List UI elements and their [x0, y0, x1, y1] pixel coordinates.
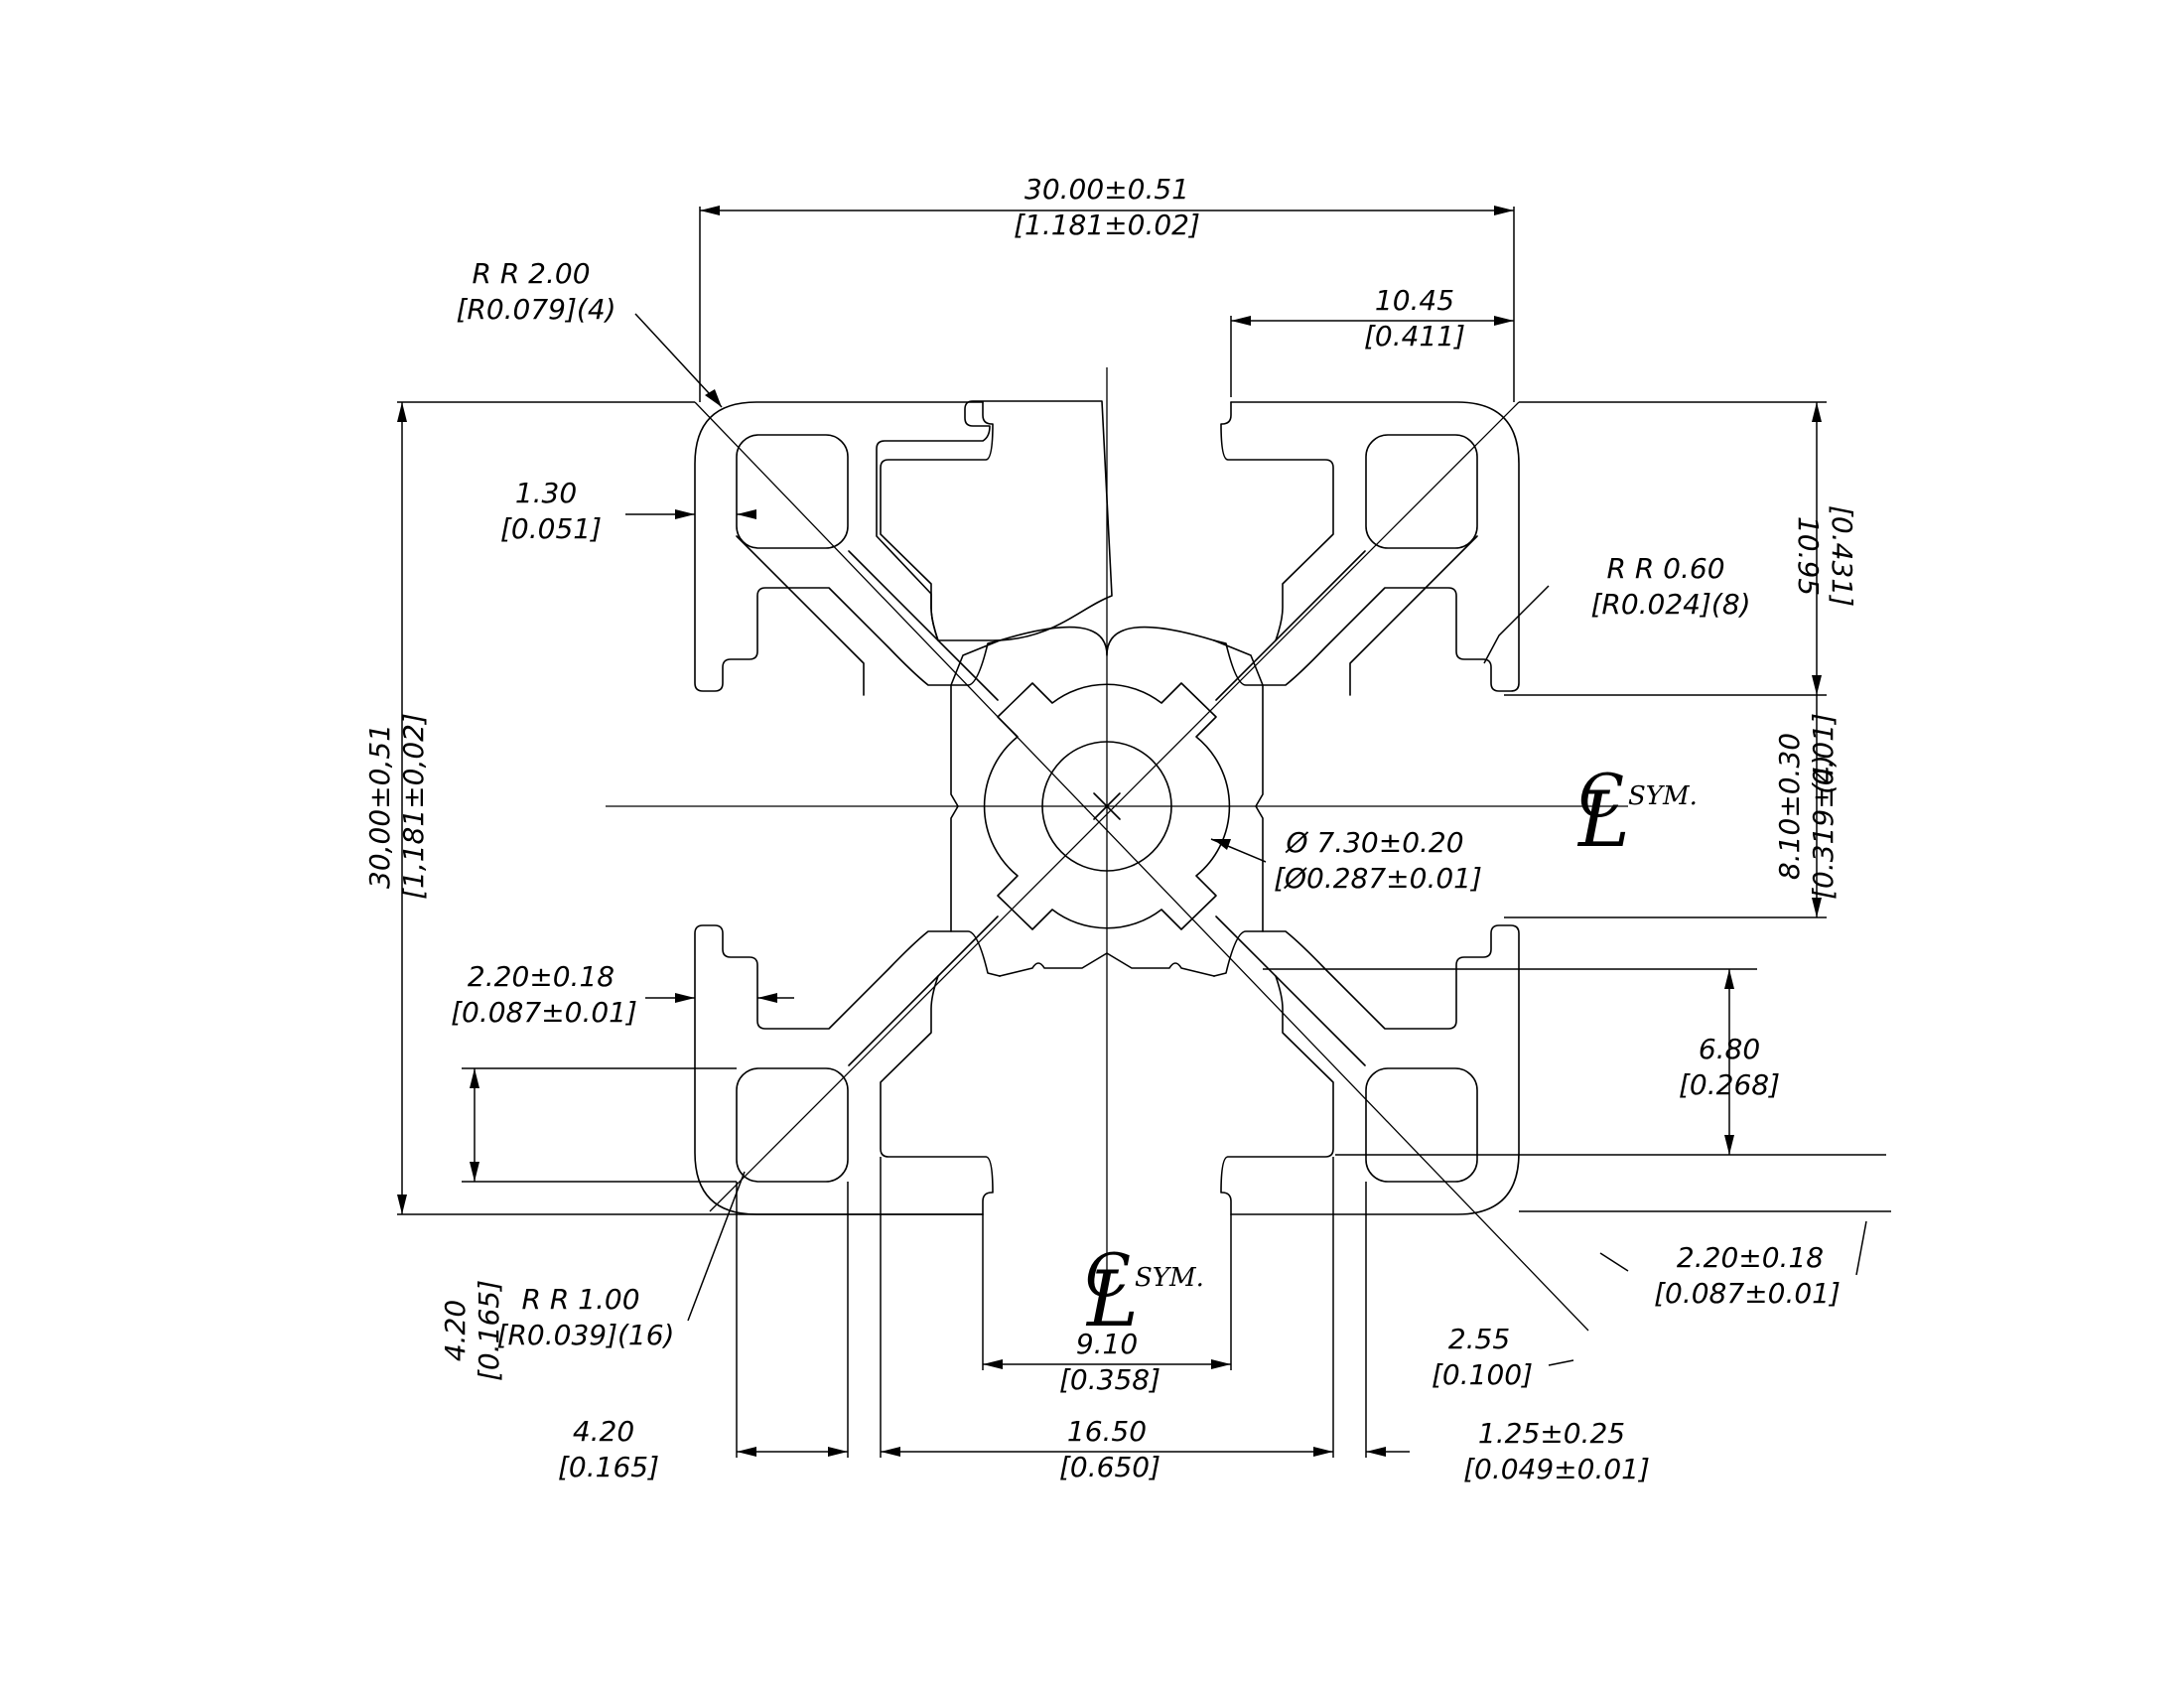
diagonal-web-1	[848, 550, 1366, 1066]
dim-inner-radius: R R 1.00 [R0.039](16)	[497, 1283, 675, 1351]
svg-text:[0.087±0.01]: [0.087±0.01]	[1654, 1277, 1841, 1310]
outline-top-left	[694, 401, 1001, 692]
cavity-bottom-right	[1365, 1067, 1478, 1183]
svg-text:30,00±0,51: 30,00±0,51	[363, 724, 396, 889]
svg-text:[1.181±0.02]: [1.181±0.02]	[1014, 209, 1200, 241]
arrowheads	[397, 206, 1822, 1457]
centerlines	[606, 367, 1628, 1332]
svg-text:4.20: 4.20	[439, 1300, 472, 1361]
dimension-lines	[397, 207, 1891, 1458]
svg-text:9.10: 9.10	[1076, 1328, 1138, 1360]
svg-text:10.45: 10.45	[1375, 284, 1454, 317]
svg-text:2.20±0.18: 2.20±0.18	[1677, 1241, 1824, 1274]
svg-text:[1,181±0,02]: [1,181±0,02]	[397, 713, 430, 900]
dim-outer-lip: 2.20±0.18 [0.087±0.01]	[1654, 1241, 1841, 1310]
center-bore	[983, 682, 1231, 930]
svg-text:[0.268]: [0.268]	[1679, 1068, 1780, 1101]
svg-text:C: C	[1578, 762, 1624, 831]
dim-cavity-height: 4.20 [0.165]	[439, 1280, 505, 1381]
svg-text:[R0.079](4): [R0.079](4)	[456, 293, 615, 326]
svg-text:[Ø0.287±0.01]: [Ø0.287±0.01]	[1274, 862, 1482, 895]
dim-diag-web: 2.55 [0.100]	[1432, 1323, 1533, 1391]
svg-text:2.20±0.18: 2.20±0.18	[468, 960, 614, 993]
dim-overall-width: 30.00±0.51 [1.181±0.02]	[1014, 173, 1200, 241]
profile-quadrant-top-left	[876, 400, 1113, 641]
dim-corner-wall: 1.25±0.25 [0.049±0.01]	[1463, 1417, 1650, 1485]
cavity-bottom-left	[736, 1067, 849, 1183]
svg-text:Ø 7.30±0.20: Ø 7.30±0.20	[1285, 826, 1463, 859]
dim-lip-thickness: 2.20±0.18 [0.087±0.01]	[451, 960, 637, 1029]
svg-text:[0.358]: [0.358]	[1059, 1363, 1160, 1396]
dim-slot-inner: 16.50 [0.650]	[1059, 1415, 1160, 1483]
dim-channel-depth: 6.80 [0.268]	[1679, 1033, 1780, 1101]
dim-slot-opening: 9.10 [0.358]	[1059, 1328, 1160, 1396]
svg-text:[R0.039](16): [R0.039](16)	[497, 1319, 675, 1351]
outline-bottom-right	[1213, 924, 1520, 1215]
svg-text:SYM.: SYM.	[1135, 1263, 1204, 1293]
svg-text:4.20: 4.20	[573, 1415, 634, 1448]
core-outline	[950, 639, 1264, 932]
svg-text:30.00±0.51: 30.00±0.51	[1024, 173, 1189, 206]
svg-text:R R 0.60: R R 0.60	[1606, 552, 1724, 585]
svg-text:L: L	[1085, 1255, 1139, 1344]
svg-text:[0.165]: [0.165]	[473, 1280, 505, 1381]
svg-text:8.10±0.30: 8.10±0.30	[1773, 733, 1806, 880]
svg-text:6.80: 6.80	[1699, 1033, 1760, 1065]
svg-text:R R 2.00: R R 2.00	[472, 257, 590, 290]
dim-overall-height: 30,00±0,51 [1,181±0,02]	[363, 713, 430, 900]
svg-text:[0.411]: [0.411]	[1364, 320, 1465, 352]
dim-wall-thickness: 1.30 [0.051]	[500, 477, 602, 545]
svg-text:R R 1.00: R R 1.00	[521, 1283, 639, 1316]
dim-slot-gap: 8.10±0.30 [0.319±0.01] (4)	[1773, 713, 1840, 900]
dim-outer-radius: R R 2.00 [R0.079](4)	[456, 257, 615, 326]
svg-text:1.25±0.25: 1.25±0.25	[1478, 1417, 1625, 1450]
dim-small-radius: R R 0.60 [R0.024](8)	[1590, 552, 1750, 621]
svg-text:2.55: 2.55	[1448, 1323, 1510, 1355]
centerline-symbol-bottom: L C SYM.	[1085, 1241, 1204, 1344]
svg-text:[0.051]: [0.051]	[500, 512, 602, 545]
dim-cavity-width: 4.20 [0.165]	[558, 1415, 659, 1483]
outline-top-right	[1213, 401, 1520, 692]
svg-text:16.50: 16.50	[1067, 1415, 1147, 1448]
svg-text:10.95: 10.95	[1792, 516, 1825, 596]
svg-text:[0.100]: [0.100]	[1432, 1358, 1533, 1391]
svg-text:(4): (4)	[1807, 755, 1840, 794]
svg-text:C: C	[1085, 1241, 1131, 1311]
dim-flange-height: 10.95 [0.431]	[1792, 505, 1858, 607]
svg-text:[0.431]: [0.431]	[1826, 505, 1858, 607]
svg-text:[0.049±0.01]: [0.049±0.01]	[1463, 1453, 1650, 1485]
outline-bottom-left	[694, 924, 1001, 1215]
svg-text:L: L	[1576, 775, 1630, 865]
svg-text:[0.165]: [0.165]	[558, 1451, 659, 1483]
cavity-top-left	[736, 434, 849, 549]
svg-text:1.30: 1.30	[515, 477, 577, 509]
centerline-symbol-right: L C SYM.	[1576, 762, 1698, 865]
svg-text:[R0.024](8): [R0.024](8)	[1590, 588, 1750, 621]
dim-flange-width: 10.45 [0.411]	[1364, 284, 1465, 352]
svg-text:[0.319±0.01]: [0.319±0.01]	[1807, 713, 1840, 900]
svg-text:SYM.: SYM.	[1628, 781, 1698, 811]
dim-bore-diameter: Ø 7.30±0.20 [Ø0.287±0.01]	[1274, 826, 1482, 895]
svg-text:[0.087±0.01]: [0.087±0.01]	[451, 996, 637, 1029]
svg-text:[0.650]: [0.650]	[1059, 1451, 1160, 1483]
cavity-top-right	[1365, 434, 1478, 549]
